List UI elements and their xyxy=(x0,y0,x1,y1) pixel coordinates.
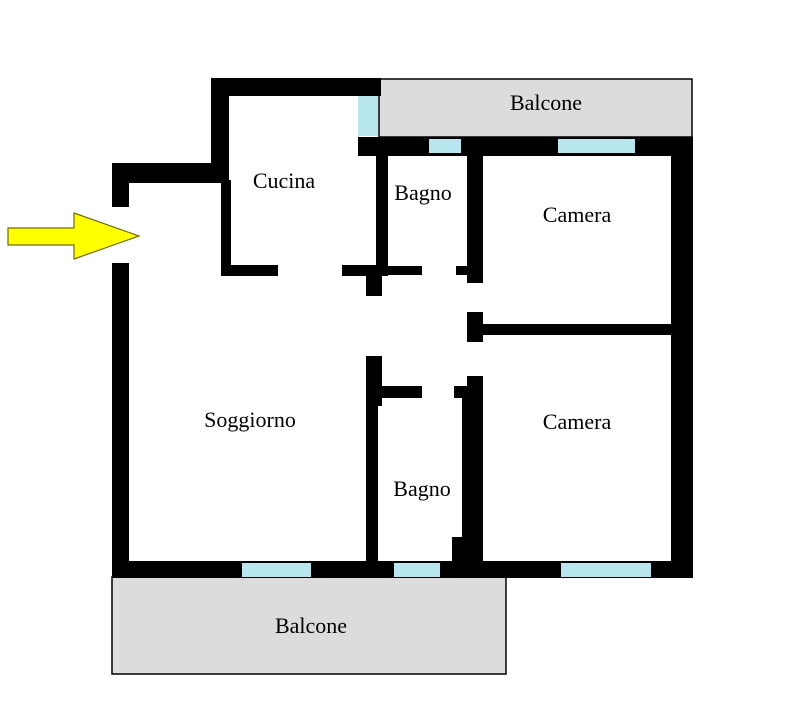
wall-kitchen-bottom-right xyxy=(342,265,382,276)
window-camera-top xyxy=(558,139,635,153)
room-label-bagno-bottom: Bagno xyxy=(393,476,450,501)
wall-bath-bottom-top-left xyxy=(376,386,422,398)
wall-kitchen-left-lower xyxy=(221,180,231,275)
wall-camera-divider xyxy=(467,324,693,335)
wall-kitchen-top xyxy=(211,78,381,96)
entrance-arrow-icon xyxy=(7,212,141,260)
wall-bath-top-right xyxy=(467,137,483,283)
room-label-balcone-bottom: Balcone xyxy=(275,613,347,638)
room-label-camera-top: Camera xyxy=(543,202,612,227)
window-kitchen-balcony xyxy=(358,96,378,136)
wall-top-right xyxy=(358,137,693,156)
wall-entry-top xyxy=(112,163,229,183)
wall-right xyxy=(671,137,693,578)
wall-bath-bottom-left-long xyxy=(366,386,378,578)
wall-bath-top-bottom xyxy=(376,266,422,275)
room-label-soggiorno: Soggiorno xyxy=(204,407,296,432)
window-bath-bottom xyxy=(394,563,440,577)
window-soggiorno xyxy=(242,563,311,577)
wall-kitchen-left xyxy=(211,78,229,183)
window-camera-bottom xyxy=(561,563,651,577)
balcony-bottom xyxy=(111,576,507,675)
wall-kitchen-bottom-left xyxy=(221,265,278,276)
wall-bath-bottom-right xyxy=(462,386,470,578)
wall-camera-bottom-left xyxy=(467,376,483,578)
room-label-cucina: Cucina xyxy=(253,168,316,193)
wall-kitchen-right xyxy=(376,137,388,276)
wall-left-upper xyxy=(112,163,129,207)
windows xyxy=(242,96,651,577)
wall-bath-top-bottom-right xyxy=(456,266,470,275)
wall-left-lower xyxy=(112,263,129,578)
room-label-balcone-top: Balcone xyxy=(510,90,582,115)
window-bath-top xyxy=(429,139,461,153)
room-label-bagno-top: Bagno xyxy=(394,180,451,205)
room-label-camera-bottom: Camera xyxy=(543,409,612,434)
balcony-top xyxy=(378,78,693,138)
